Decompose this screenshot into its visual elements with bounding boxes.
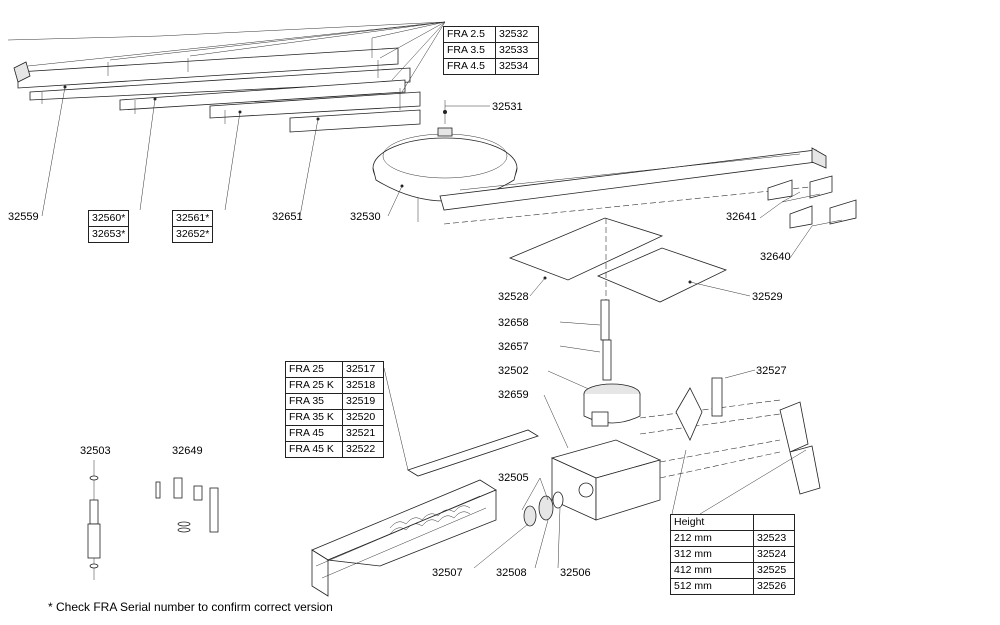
label-32506: 32506 (560, 567, 591, 579)
right-brackets (759, 175, 857, 259)
height-table: Height 212 mm 32523 312 mm 32524 412 mm … (670, 514, 795, 595)
label-32530: 32530 (350, 211, 381, 223)
part-cell: 32520 (342, 409, 384, 426)
part-cell: 32533 (495, 42, 539, 59)
part-cell: 32519 (342, 393, 384, 410)
part-cell: 32525 (753, 562, 795, 579)
label-32559: 32559 (8, 211, 39, 223)
height-cell: 212 mm (670, 530, 754, 547)
mounting-plates (508, 217, 751, 303)
table-row: FRA 35 32519 (285, 393, 384, 410)
model-cell: FRA 25 (285, 361, 343, 378)
model-cell: FRA 4.5 (443, 58, 496, 75)
table-row: FRA 35 K 32520 (285, 409, 384, 426)
label-32640: 32640 (760, 251, 791, 263)
part-box-cell: 32560* (87, 210, 130, 227)
table-row: FRA 45 K 32522 (285, 441, 384, 458)
label-32649: 32649 (172, 445, 203, 457)
header-blank-cell (753, 514, 795, 531)
table-row: Height (670, 514, 795, 531)
model-cell: FRA 3.5 (443, 42, 496, 59)
model-cell: FRA 25 K (285, 377, 343, 394)
height-cell: 512 mm (670, 578, 754, 595)
footnote: * Check FRA Serial number to confirm cor… (48, 600, 333, 614)
label-32657: 32657 (498, 341, 529, 353)
height-cell: 312 mm (670, 546, 754, 563)
label-32529: 32529 (752, 291, 783, 303)
hopper-dish (372, 100, 827, 225)
label-32507: 32507 (432, 567, 463, 579)
label-32651: 32651 (272, 211, 303, 223)
label-32527: 32527 (756, 365, 787, 377)
height-header: Height (670, 514, 754, 531)
auger-trough (311, 367, 564, 597)
part-box-cell: 32653* (87, 226, 130, 243)
height-brackets (671, 369, 821, 515)
label-32528: 32528 (498, 291, 529, 303)
label-32658: 32658 (498, 317, 529, 329)
model-cell: FRA 35 (285, 393, 343, 410)
table-row: 512 mm 32526 (670, 578, 795, 595)
table-row: 412 mm 32525 (670, 562, 795, 579)
fra-large-table: FRA 25 32517 FRA 25 K 32518 FRA 35 32519… (285, 361, 384, 458)
model-cell: FRA 45 (285, 425, 343, 442)
label-32502: 32502 (498, 365, 529, 377)
label-32503: 32503 (80, 445, 111, 457)
model-cell: FRA 45 K (285, 441, 343, 458)
part-cell: 32532 (495, 26, 539, 43)
part-cell: 32526 (753, 578, 795, 595)
table-row: FRA 3.5 32533 (443, 42, 539, 59)
part-box-32560: 32560* 32653* (87, 210, 130, 243)
part-cell: 32523 (753, 530, 795, 547)
part-cell: 32517 (342, 361, 384, 378)
label-32641: 32641 (726, 211, 757, 223)
table-row: 312 mm 32524 (670, 546, 795, 563)
label-32505: 32505 (498, 472, 529, 484)
height-cell: 412 mm (670, 562, 754, 579)
model-cell: FRA 2.5 (443, 26, 496, 43)
label-32508: 32508 (496, 567, 527, 579)
part-cell: 32521 (342, 425, 384, 442)
part-cell: 32518 (342, 377, 384, 394)
part-box-cell: 32652* (171, 226, 214, 243)
part-box-32561: 32561* 32652* (171, 210, 214, 243)
gearbox-housing (550, 383, 781, 521)
table-row: 212 mm 32523 (670, 530, 795, 547)
table-row: FRA 25 32517 (285, 361, 384, 378)
part-box-cell: 32561* (171, 210, 214, 227)
table-row: FRA 25 K 32518 (285, 377, 384, 394)
label-32531: 32531 (492, 101, 523, 113)
support-bars (7, 21, 446, 217)
table-row: FRA 45 32521 (285, 425, 384, 442)
table-row: FRA 4.5 32534 (443, 58, 539, 75)
table-row: FRA 2.5 32532 (443, 26, 539, 43)
loose-parts (87, 460, 219, 580)
label-32659: 32659 (498, 389, 529, 401)
shaft-parts (543, 299, 612, 449)
model-cell: FRA 35 K (285, 409, 343, 426)
part-cell: 32524 (753, 546, 795, 563)
fra-small-table: FRA 2.5 32532 FRA 3.5 32533 FRA 4.5 3253… (443, 26, 539, 75)
part-cell: 32534 (495, 58, 539, 75)
part-cell: 32522 (342, 441, 384, 458)
